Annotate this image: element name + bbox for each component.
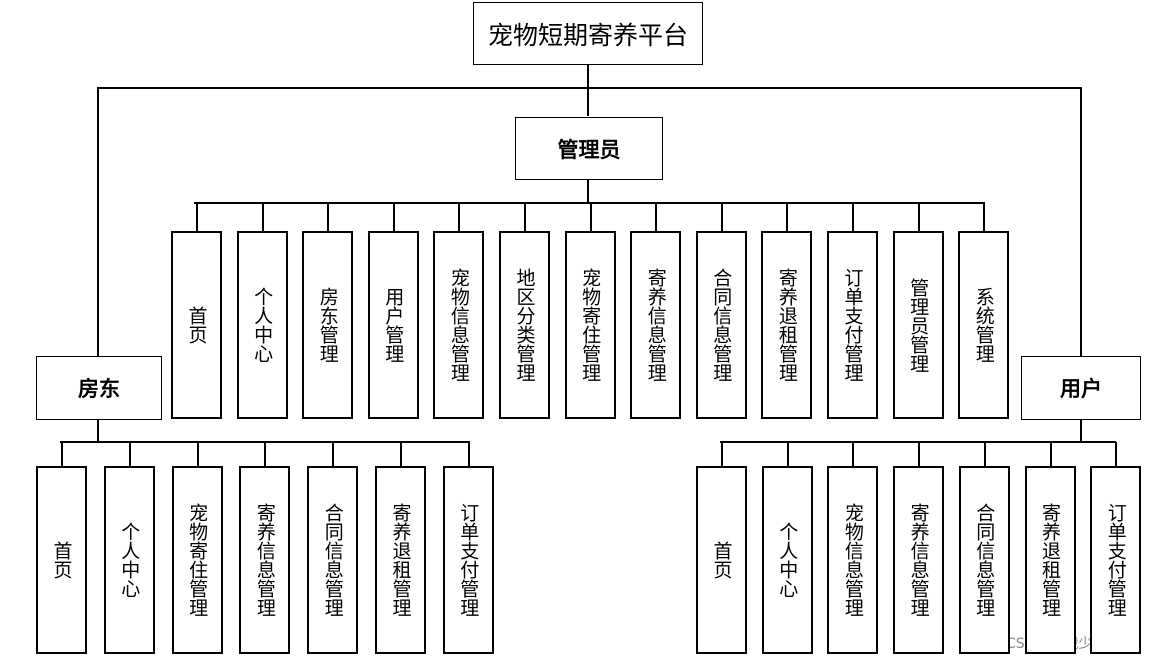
admin-module-label: 宠物寄住管理 [579,268,602,382]
landlord-module-label: 宠物寄住管理 [186,503,209,617]
landlord-module-box: 寄养退租管理 [375,466,426,654]
admin-module-box: 用户管理 [367,231,419,419]
connector-line [983,442,986,466]
connector-line [983,203,986,231]
admin-module-box: 宠物寄住管理 [564,231,616,419]
user-module-label: 订单支付管理 [1104,503,1127,617]
user-module-label: 宠物信息管理 [841,503,864,617]
admin-module-label: 系统管理 [972,287,995,363]
admin-module-label: 订单支付管理 [841,268,864,382]
connector-line [786,442,789,466]
admin-module-box: 宠物信息管理 [433,231,485,419]
connector-line [1049,442,1052,466]
admin-module-box: 系统管理 [958,231,1010,419]
connector-line [264,442,267,466]
connector-line [97,419,99,442]
admin-module-box: 合同信息管理 [695,231,747,419]
admin-module-label: 个人中心 [251,287,274,363]
admin-module-box: 地区分类管理 [499,231,550,419]
connector-line [196,203,198,231]
landlord-module-box: 首页 [36,466,87,654]
user-module-label: 寄养退租管理 [1039,503,1061,617]
user-module-label: 寄养信息管理 [907,503,930,617]
admin-module-box: 寄养信息管理 [630,231,682,419]
user-module-box: 订单支付管理 [1090,466,1142,654]
admin-module-label: 管理员管理 [907,277,930,373]
connector-line [1115,442,1118,466]
connector-line [918,442,921,466]
connector-line [721,442,723,466]
connector-line [917,203,920,231]
landlord-module-label: 个人中心 [118,522,141,598]
user-module-label: 合同信息管理 [973,503,996,617]
connector-line [587,179,589,203]
connector-line [852,203,854,231]
landlord-module-label: 首页 [50,541,73,579]
connector-line [61,442,63,466]
landlord-module-label: 寄养退租管理 [389,503,412,617]
user-module-box: 寄养退租管理 [1024,466,1076,654]
connector-line [524,203,526,231]
connector-line [97,87,99,357]
connector-line [128,442,131,466]
connector-line [720,203,723,231]
user-module-label: 个人中心 [776,522,799,598]
admin-module-label: 合同信息管理 [710,268,733,382]
connector-line [589,203,592,231]
user-module-box: 寄养信息管理 [893,466,945,654]
connector-line [261,203,264,231]
connector-line [97,87,1082,89]
landlord-module-box: 订单支付管理 [442,466,494,654]
admin-module-label: 地区分类管理 [513,268,536,382]
landlord-module-box: 个人中心 [103,466,155,654]
connector-line [400,442,402,466]
connector-line [194,202,985,204]
connector-line [1080,419,1082,442]
landlord-module-box: 合同信息管理 [307,466,359,654]
connector-line [458,203,461,231]
landlord-role-box: 房东 [36,356,162,420]
landlord-module-label: 寄养信息管理 [253,503,276,617]
landlord-module-label: 订单支付管理 [457,503,480,617]
admin-role-box: 管理员 [515,117,663,180]
admin-module-box: 房东管理 [302,231,354,419]
admin-module-label: 宠物信息管理 [447,268,470,382]
admin-module-box: 首页 [171,231,222,419]
admin-module-label: 用户管理 [382,287,405,363]
landlord-role-label: 房东 [78,377,120,401]
connector-line [852,442,855,466]
admin-module-box: 寄养退租管理 [761,231,813,419]
admin-module-box: 管理员管理 [892,231,944,419]
connector-line [655,203,658,231]
connector-line [196,442,199,466]
connector-line [327,203,330,231]
user-role-box: 用户 [1021,356,1141,420]
connector-line [1080,87,1082,357]
admin-module-label: 寄养信息管理 [644,268,667,382]
admin-module-label: 寄养退租管理 [775,268,798,382]
admin-module-label: 房东管理 [316,287,339,363]
admin-module-label: 首页 [185,306,208,344]
connector-line [392,203,395,231]
admin-role-label: 管理员 [557,137,621,162]
user-module-box: 宠物信息管理 [827,466,879,654]
user-module-box: 首页 [696,466,747,654]
connector-line [332,442,335,466]
system-title: 宠物短期寄养平台 [487,20,688,50]
admin-module-box: 订单支付管理 [827,231,878,419]
connector-line [786,203,789,231]
landlord-module-label: 合同信息管理 [321,503,344,617]
landlord-module-box: 寄养信息管理 [239,466,291,654]
connector-line [720,441,1116,443]
user-module-box: 合同信息管理 [958,466,1010,654]
admin-module-box: 个人中心 [236,231,288,419]
user-role-label: 用户 [1060,377,1102,401]
user-module-box: 个人中心 [761,466,813,654]
connector-line [587,64,589,116]
system-title-box: 宠物短期寄养平台 [473,2,703,65]
landlord-module-box: 宠物寄住管理 [171,466,223,654]
user-module-label: 首页 [710,541,733,579]
connector-line [467,442,470,466]
